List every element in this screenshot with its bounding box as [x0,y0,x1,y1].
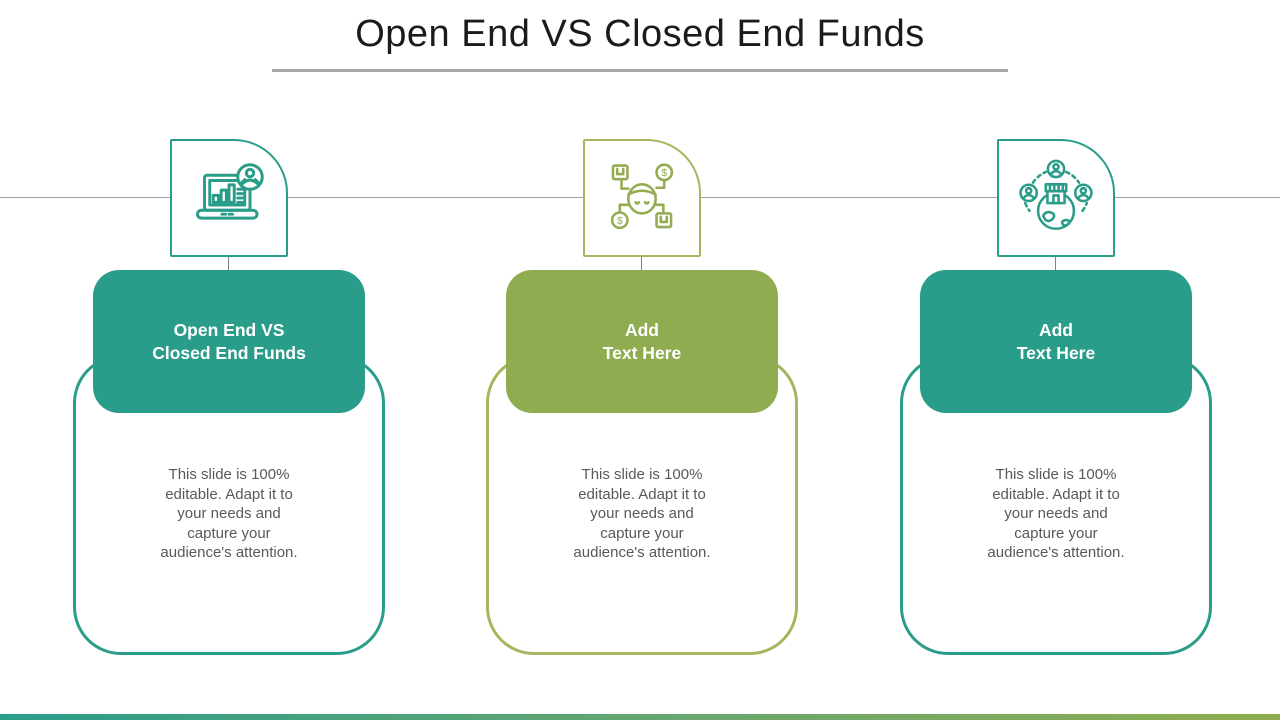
connector-line [228,257,229,271]
icon-tile[interactable]: $ $ [583,139,701,257]
body-line: your needs and [590,505,694,522]
body-line: This slide is 100% [995,466,1117,483]
svg-text:$: $ [661,168,667,179]
connector-line [641,257,642,271]
card-header-text-placeholder[interactable]: Add Text Here [920,270,1192,413]
body-line: capture your [600,524,684,542]
header-line-1: Open End VS [173,319,285,340]
card-add-text-here-1: $ $ Add Text Here This slide is 100% edi… [486,0,798,720]
header-line-1: Add [624,319,660,340]
laptop-analytics-icon [187,156,271,240]
body-line: audience's attention. [573,544,711,561]
bottom-accent-bar [0,714,1280,720]
global-investment-icon [1015,157,1097,239]
body-line: editable. Adapt it to [578,485,706,503]
header-line-2: Text Here [1016,342,1096,363]
connector-line [1055,257,1056,271]
body-line: audience's attention. [160,544,298,561]
body-line: capture your [187,524,271,542]
card-header-text-placeholder[interactable]: Open End VS Closed End Funds [93,270,365,413]
body-line: your needs and [177,505,281,522]
body-line: audience's attention. [987,544,1125,561]
header-line-2: Closed End Funds [152,342,306,363]
svg-text:$: $ [617,216,623,227]
body-line: your needs and [1004,505,1108,522]
card-body-text-placeholder[interactable]: This slide is 100% editable. Adapt it to… [516,465,768,563]
card-open-end-vs-closed-end-funds: Open End VS Closed End Funds This slide … [73,0,385,720]
header-line-2: Text Here [602,342,682,363]
header-line-1: Add [1038,319,1074,340]
body-line: capture your [1014,524,1098,542]
card-header-text-placeholder[interactable]: Add Text Here [506,270,778,413]
icon-tile[interactable] [170,139,288,257]
body-line: This slide is 100% [581,466,703,483]
fund-allocation-icon: $ $ [601,157,683,239]
body-line: editable. Adapt it to [165,485,293,503]
card-add-text-here-2: Add Text Here This slide is 100% editabl… [900,0,1212,720]
icon-tile[interactable] [997,139,1115,257]
slide-title[interactable]: Open End VS Closed End Funds [355,13,925,55]
body-line: editable. Adapt it to [992,485,1120,503]
card-body-text-placeholder[interactable]: This slide is 100% editable. Adapt it to… [103,465,355,563]
body-line: This slide is 100% [168,466,290,483]
title-underline [272,69,1008,72]
card-body-text-placeholder[interactable]: This slide is 100% editable. Adapt it to… [930,465,1182,563]
